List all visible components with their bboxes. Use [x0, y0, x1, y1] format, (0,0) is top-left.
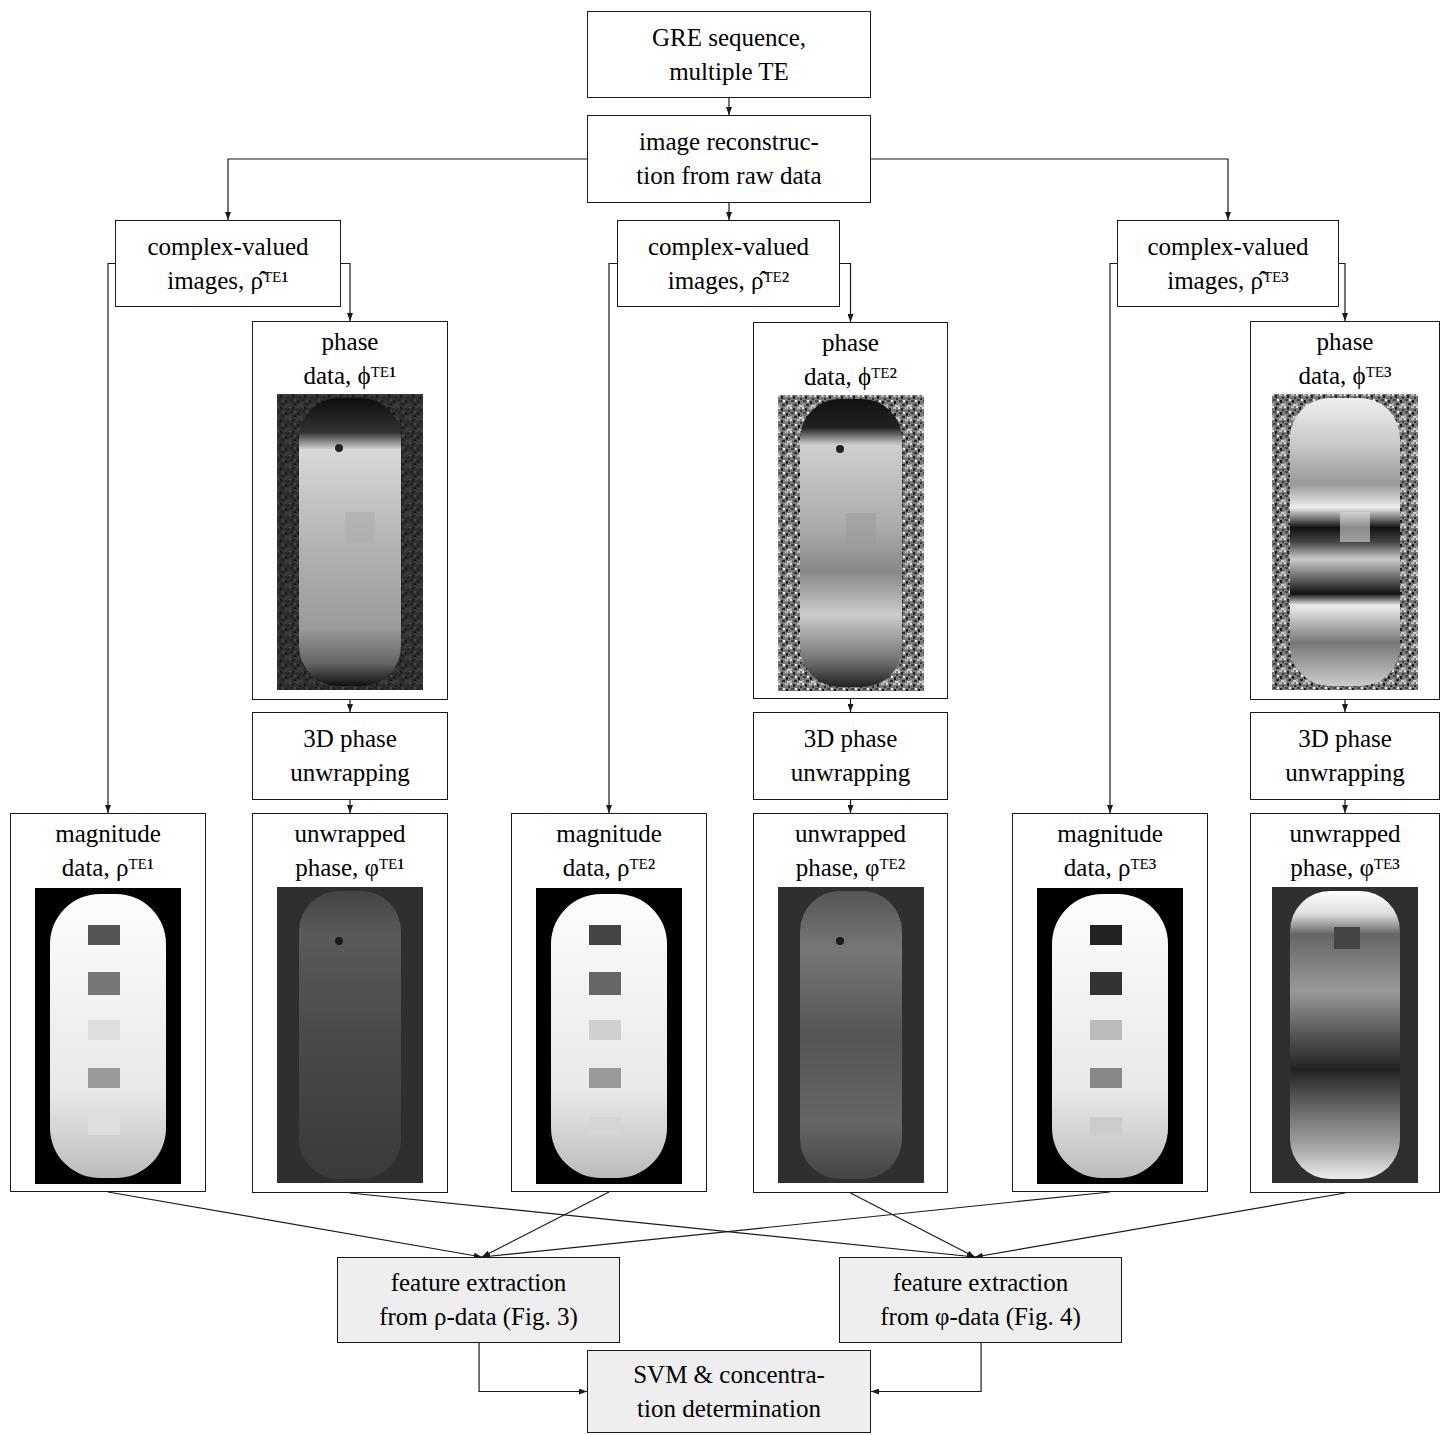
node-label: SVM & concentra- tion determination	[622, 1358, 837, 1426]
node-label: unwrapped phase, φᵀᴱ¹	[275, 817, 425, 885]
node-label: 3D phase unwrapping	[265, 722, 435, 790]
process-box: 3D phase unwrapping	[1250, 712, 1440, 800]
node-label: image reconstruc- tion from raw data	[622, 125, 837, 193]
process-box: feature extraction from ρ-data (Fig. 3)	[337, 1257, 620, 1343]
process-box: magnitude data, ρᵀᴱ²	[511, 813, 707, 1192]
phase-image	[277, 394, 423, 690]
connector-arrow	[850, 699, 851, 712]
process-box: magnitude data, ρᵀᴱ¹	[10, 813, 206, 1192]
node-label: phase data, ϕᵀᴱ²	[797, 326, 905, 394]
node-label: 3D phase unwrapping	[766, 722, 936, 790]
connector-arrow	[850, 800, 851, 813]
process-box: magnitude data, ρᵀᴱ³	[1012, 813, 1208, 1192]
node-label: magnitude data, ρᵀᴱ²	[544, 817, 674, 885]
connector-arrow	[108, 1192, 482, 1257]
node-label: complex-valued images, ρ̂ᵀᴱ¹	[133, 230, 323, 298]
node-label: feature extraction from φ-data (Fig. 4)	[866, 1266, 1096, 1334]
connector-arrow	[482, 1192, 1110, 1257]
connector-arrow	[482, 1192, 609, 1257]
process-box: GRE sequence, multiple TE	[587, 11, 871, 98]
connector-arrow	[975, 1193, 1345, 1257]
process-box: feature extraction from φ-data (Fig. 4)	[839, 1257, 1122, 1343]
process-box: image reconstruc- tion from raw data	[587, 115, 871, 203]
phase-image	[778, 395, 924, 691]
node-label: phase data, ϕᵀᴱ¹	[296, 325, 404, 393]
connector-arrow	[728, 203, 729, 220]
connector-arrow	[1339, 264, 1345, 322]
connector-arrow	[851, 1193, 975, 1257]
node-label: magnitude data, ρᵀᴱ¹	[43, 817, 173, 885]
connector-arrow	[609, 264, 617, 814]
connector-arrow	[349, 800, 350, 813]
node-label: feature extraction from ρ-data (Fig. 3)	[364, 1266, 594, 1334]
process-box: complex-valued images, ρ̂ᵀᴱ²	[617, 220, 840, 307]
node-label: phase data, ϕᵀᴱ³	[1291, 325, 1399, 393]
process-box: phase data, ϕᵀᴱ²	[753, 322, 948, 699]
connector-arrow	[108, 264, 115, 814]
node-label: 3D phase unwrapping	[1260, 722, 1430, 790]
magnitude-image	[35, 888, 181, 1184]
node-label: GRE sequence, multiple TE	[629, 21, 829, 89]
process-box: phase data, ϕᵀᴱ³	[1250, 321, 1440, 700]
node-label: unwrapped phase, φᵀᴱ²	[776, 817, 926, 885]
connector-arrow	[728, 98, 729, 115]
process-box: 3D phase unwrapping	[252, 712, 448, 800]
unwrapped-phase-image	[778, 887, 924, 1183]
process-box: SVM & concentra- tion determination	[587, 1350, 871, 1433]
unwrapped-phase-image	[1272, 887, 1418, 1183]
node-label: complex-valued images, ρ̂ᵀᴱ²	[634, 230, 824, 298]
process-box: unwrapped phase, φᵀᴱ¹	[252, 813, 448, 1193]
unwrapped-phase-image	[277, 887, 423, 1183]
connector-arrow	[479, 1343, 587, 1392]
connector-arrow	[341, 264, 350, 322]
process-box: unwrapped phase, φᵀᴱ³	[1250, 813, 1440, 1193]
magnitude-image	[1037, 888, 1183, 1184]
connector-arrow	[1344, 800, 1345, 813]
connector-arrow	[1110, 264, 1117, 814]
connector-arrow	[871, 159, 1228, 220]
connector-arrow	[350, 1193, 975, 1257]
node-label: complex-valued images, ρ̂ᵀᴱ³	[1133, 230, 1323, 298]
connector-arrow	[840, 264, 851, 323]
process-box: complex-valued images, ρ̂ᵀᴱ¹	[115, 220, 341, 307]
connector-arrow	[871, 1343, 981, 1392]
magnitude-image	[536, 888, 682, 1184]
connector-arrow	[228, 159, 587, 220]
connector-arrow	[349, 700, 350, 712]
process-box: complex-valued images, ρ̂ᵀᴱ³	[1117, 220, 1339, 307]
process-box: unwrapped phase, φᵀᴱ²	[753, 813, 948, 1193]
process-box: phase data, ϕᵀᴱ¹	[252, 321, 448, 700]
node-label: unwrapped phase, φᵀᴱ³	[1270, 817, 1420, 885]
connector-arrow	[1344, 700, 1345, 712]
process-box: 3D phase unwrapping	[753, 712, 948, 800]
phase-image	[1272, 394, 1418, 690]
node-label: magnitude data, ρᵀᴱ³	[1045, 817, 1175, 885]
